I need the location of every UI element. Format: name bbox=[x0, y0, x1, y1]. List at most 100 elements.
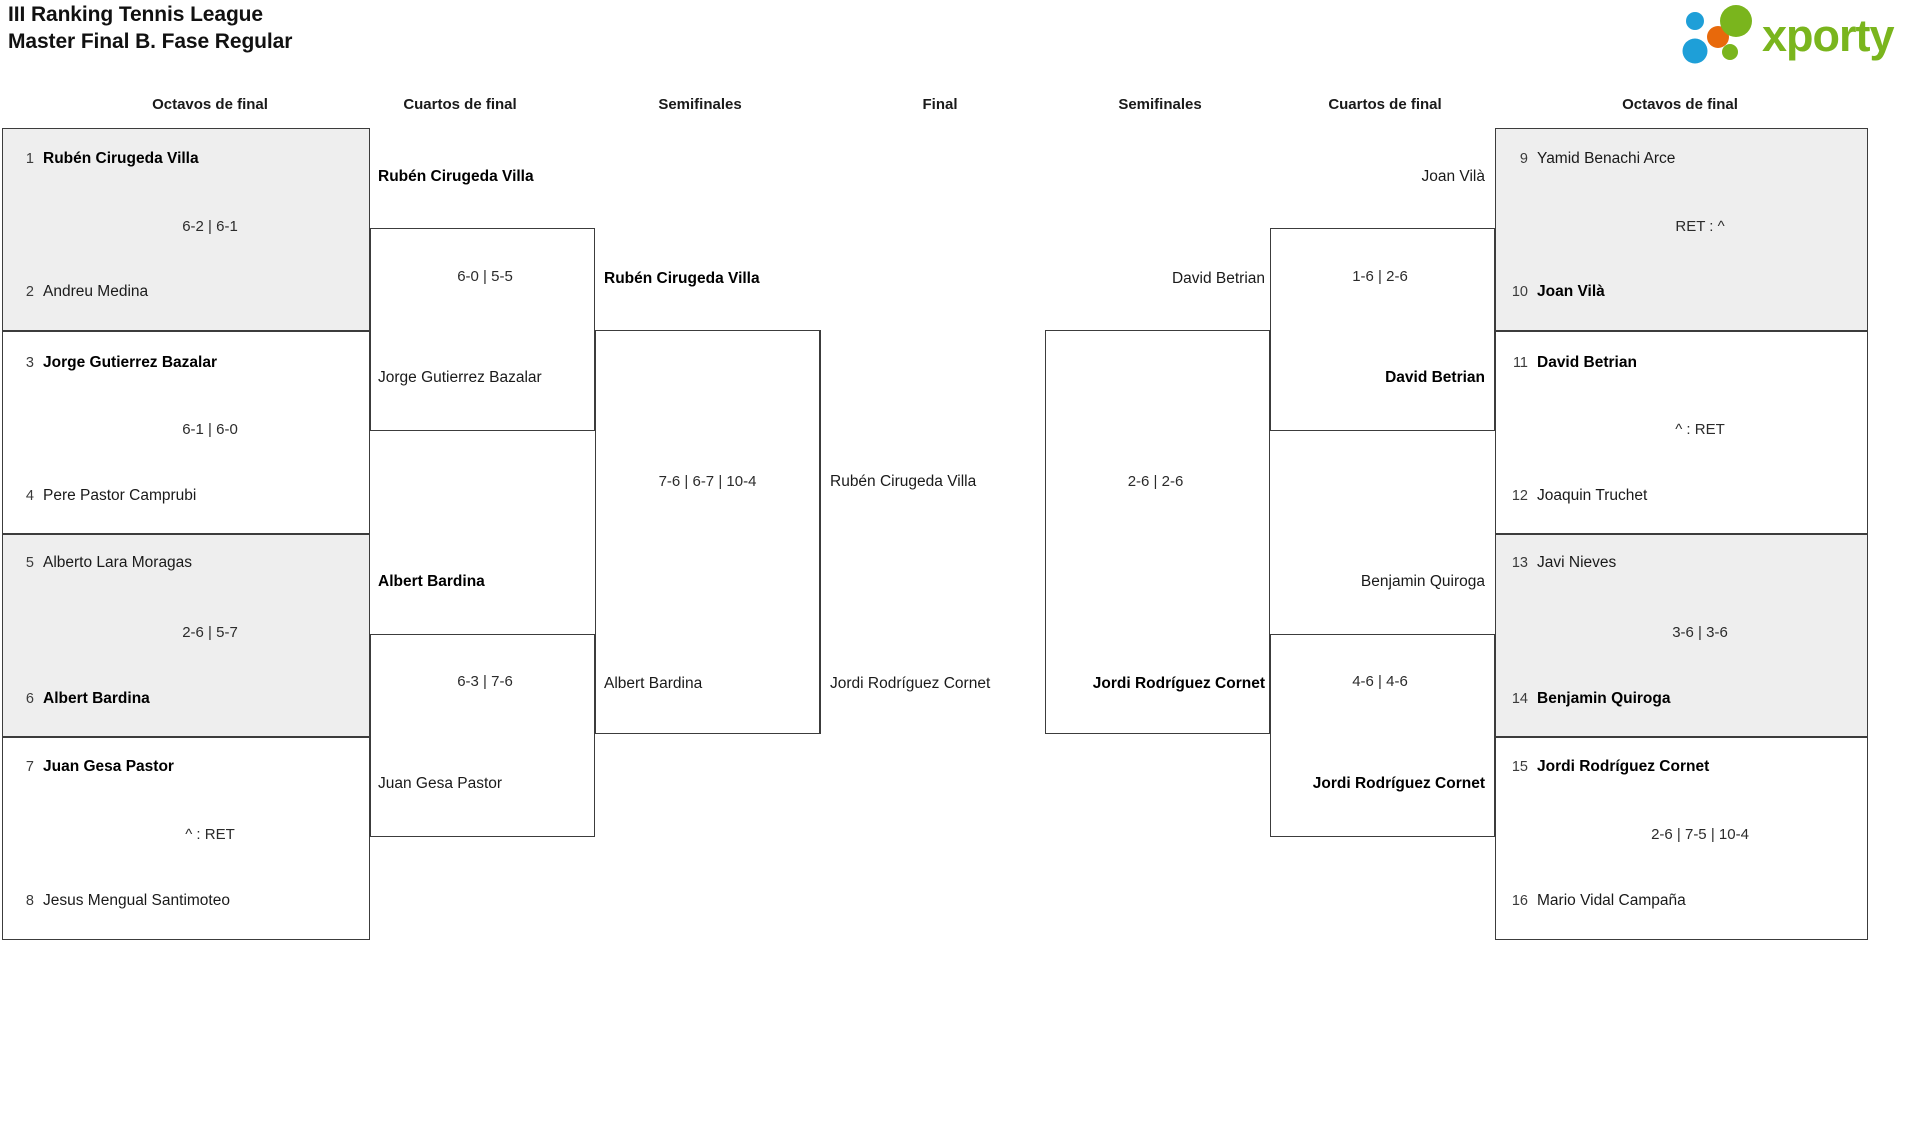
seed-number-3: 3 bbox=[25, 355, 34, 371]
advancing-player-sf-left-top: Rubén Cirugeda Villa bbox=[604, 270, 760, 287]
player-name-1: Rubén Cirugeda Villa bbox=[43, 150, 199, 167]
logo-dot-blue-large bbox=[1682, 38, 1708, 64]
player-name-8: Jesus Mengual Santimoteo bbox=[43, 892, 230, 909]
seed-number-1: 1 bbox=[25, 151, 34, 167]
player-name-15: Jordi Rodríguez Cornet bbox=[1537, 758, 1710, 775]
advancing-player-qf-right-2-bottom: Jordi Rodríguez Cornet bbox=[1312, 775, 1485, 792]
seed-number-14: 14 bbox=[1511, 691, 1528, 707]
seed-row-5[interactable]: 5 Alberto Lara Moragas bbox=[14, 554, 192, 572]
seed-row-14[interactable]: 14 Benjamin Quiroga bbox=[1506, 690, 1671, 708]
seed-number-8: 8 bbox=[25, 893, 34, 909]
seed-number-12: 12 bbox=[1511, 488, 1528, 504]
match-box-r16-right-4[interactable] bbox=[1495, 737, 1868, 940]
seed-row-7[interactable]: 7 Juan Gesa Pastor bbox=[14, 758, 174, 776]
match-score-r16-right-1: RET : ^ bbox=[1675, 218, 1725, 235]
match-score-r16-right-3: 3-6 | 3-6 bbox=[1672, 624, 1728, 641]
seed-row-16[interactable]: 16 Mario Vidal Campaña bbox=[1506, 892, 1686, 910]
match-score-r16-left-1: 6-2 | 6-1 bbox=[182, 218, 238, 235]
match-box-qf-right-1[interactable] bbox=[1270, 228, 1495, 431]
seed-number-4: 4 bbox=[25, 488, 34, 504]
seed-number-5: 5 bbox=[25, 555, 34, 571]
match-score-qf-right-1: 1-6 | 2-6 bbox=[1352, 268, 1408, 285]
match-box-r16-left-3[interactable] bbox=[2, 534, 370, 737]
round-label-semifinales-right: Semifinales bbox=[1118, 96, 1202, 113]
advancing-player-qf-right-1-top: Joan Vilà bbox=[1421, 168, 1485, 185]
player-name-4: Pere Pastor Camprubi bbox=[43, 487, 197, 504]
match-box-r16-right-2[interactable] bbox=[1495, 331, 1868, 534]
advancing-player-sf-right-top: David Betrian bbox=[1171, 270, 1265, 287]
seed-number-2: 2 bbox=[25, 284, 34, 300]
seed-row-12[interactable]: 12 Joaquin Truchet bbox=[1506, 487, 1647, 505]
match-box-r16-right-1[interactable] bbox=[1495, 128, 1868, 331]
round-label-cuartos-left: Cuartos de final bbox=[403, 96, 517, 113]
match-box-r16-right-3[interactable] bbox=[1495, 534, 1868, 737]
tournament-title-line-2: Master Final B. Fase Regular bbox=[8, 29, 293, 53]
seed-number-13: 13 bbox=[1511, 555, 1528, 571]
match-box-r16-left-1[interactable] bbox=[2, 128, 370, 331]
round-label-semifinales-left: Semifinales bbox=[658, 96, 742, 113]
logo-wordmark: xporty bbox=[1762, 10, 1895, 61]
seed-row-3[interactable]: 3 Jorge Gutierrez Bazalar bbox=[14, 354, 217, 372]
advancing-player-qf-left-2-bottom: Juan Gesa Pastor bbox=[378, 775, 503, 792]
seed-row-4[interactable]: 4 Pere Pastor Camprubi bbox=[14, 487, 196, 505]
finalist-bottom: Jordi Rodríguez Cornet bbox=[830, 675, 991, 692]
match-box-r16-left-2[interactable] bbox=[2, 331, 370, 534]
tournament-title-line-1: III Ranking Tennis League bbox=[8, 3, 263, 26]
seed-number-6: 6 bbox=[25, 691, 34, 707]
logo-dot-green-large bbox=[1720, 5, 1752, 37]
player-name-10: Joan Vilà bbox=[1537, 283, 1605, 300]
seed-row-15[interactable]: 15 Jordi Rodríguez Cornet bbox=[1506, 758, 1709, 776]
match-score-r16-right-2: ^ : RET bbox=[1675, 421, 1725, 438]
seed-row-6[interactable]: 6 Albert Bardina bbox=[14, 690, 150, 708]
match-box-qf-right-2[interactable] bbox=[1270, 634, 1495, 837]
advancing-player-qf-left-1-top: Rubén Cirugeda Villa bbox=[378, 168, 534, 185]
seed-number-9: 9 bbox=[1519, 151, 1528, 167]
match-box-sf-right[interactable] bbox=[1045, 330, 1270, 734]
seed-row-11[interactable]: 11 David Betrian bbox=[1506, 354, 1637, 372]
seed-number-15: 15 bbox=[1511, 759, 1528, 775]
match-score-r16-left-2: 6-1 | 6-0 bbox=[182, 421, 238, 438]
player-name-3: Jorge Gutierrez Bazalar bbox=[43, 354, 218, 371]
match-score-sf-right: 2-6 | 2-6 bbox=[1127, 473, 1184, 490]
logo-dot-orange bbox=[1707, 26, 1729, 48]
round-label-final: Final bbox=[922, 96, 958, 113]
round-label-octavos-left: Octavos de final bbox=[152, 96, 268, 113]
player-name-16: Mario Vidal Campaña bbox=[1537, 892, 1686, 909]
seed-row-2[interactable]: 2 Andreu Medina bbox=[14, 283, 148, 301]
seed-row-13[interactable]: 13 Javi Nieves bbox=[1506, 554, 1616, 572]
seed-row-9[interactable]: 9 Yamid Benachi Arce bbox=[1506, 150, 1676, 168]
match-score-qf-left-2: 6-3 | 7-6 bbox=[457, 673, 513, 690]
advancing-player-qf-left-1-bottom: Jorge Gutierrez Bazalar bbox=[378, 369, 542, 386]
match-score-sf-left: 7-6 | 6-7 | 10-4 bbox=[658, 473, 757, 490]
seed-row-1[interactable]: 1 Rubén Cirugeda Villa bbox=[14, 150, 199, 168]
match-score-r16-right-4: 2-6 | 7-5 | 10-4 bbox=[1651, 826, 1749, 843]
advancing-player-qf-left-2-top: Albert Bardina bbox=[378, 573, 485, 590]
player-name-7: Juan Gesa Pastor bbox=[43, 758, 174, 775]
match-box-qf-left-1[interactable] bbox=[370, 228, 595, 431]
player-name-6: Albert Bardina bbox=[43, 690, 150, 707]
player-name-5: Alberto Lara Moragas bbox=[43, 554, 193, 571]
player-name-9: Yamid Benachi Arce bbox=[1537, 150, 1676, 167]
match-box-qf-left-2[interactable] bbox=[370, 634, 595, 837]
seed-row-8[interactable]: 8 Jesus Mengual Santimoteo bbox=[14, 892, 230, 910]
match-box-r16-left-4[interactable] bbox=[2, 737, 370, 940]
seed-row-10[interactable]: 10 Joan Vilà bbox=[1506, 283, 1605, 301]
xporty-logo-svg: xporty bbox=[1682, 5, 1896, 64]
final-connector-left bbox=[820, 330, 821, 734]
logo-dot-green-small bbox=[1722, 44, 1738, 60]
player-name-11: David Betrian bbox=[1537, 354, 1637, 371]
player-name-2: Andreu Medina bbox=[43, 283, 149, 300]
round-label-octavos-right: Octavos de final bbox=[1622, 96, 1738, 113]
logo-dot-blue-small bbox=[1686, 12, 1704, 30]
advancing-player-sf-right-bottom: Jordi Rodríguez Cornet bbox=[1092, 675, 1265, 692]
seed-number-10: 10 bbox=[1511, 284, 1528, 300]
xporty-logo[interactable]: xporty bbox=[1678, 4, 1914, 66]
advancing-player-qf-right-2-top: Benjamin Quiroga bbox=[1360, 573, 1485, 590]
match-score-qf-right-2: 4-6 | 4-6 bbox=[1352, 673, 1408, 690]
finalist-top: Rubén Cirugeda Villa bbox=[830, 473, 977, 490]
match-box-sf-left[interactable] bbox=[595, 330, 820, 734]
match-score-r16-left-3: 2-6 | 5-7 bbox=[182, 624, 238, 641]
